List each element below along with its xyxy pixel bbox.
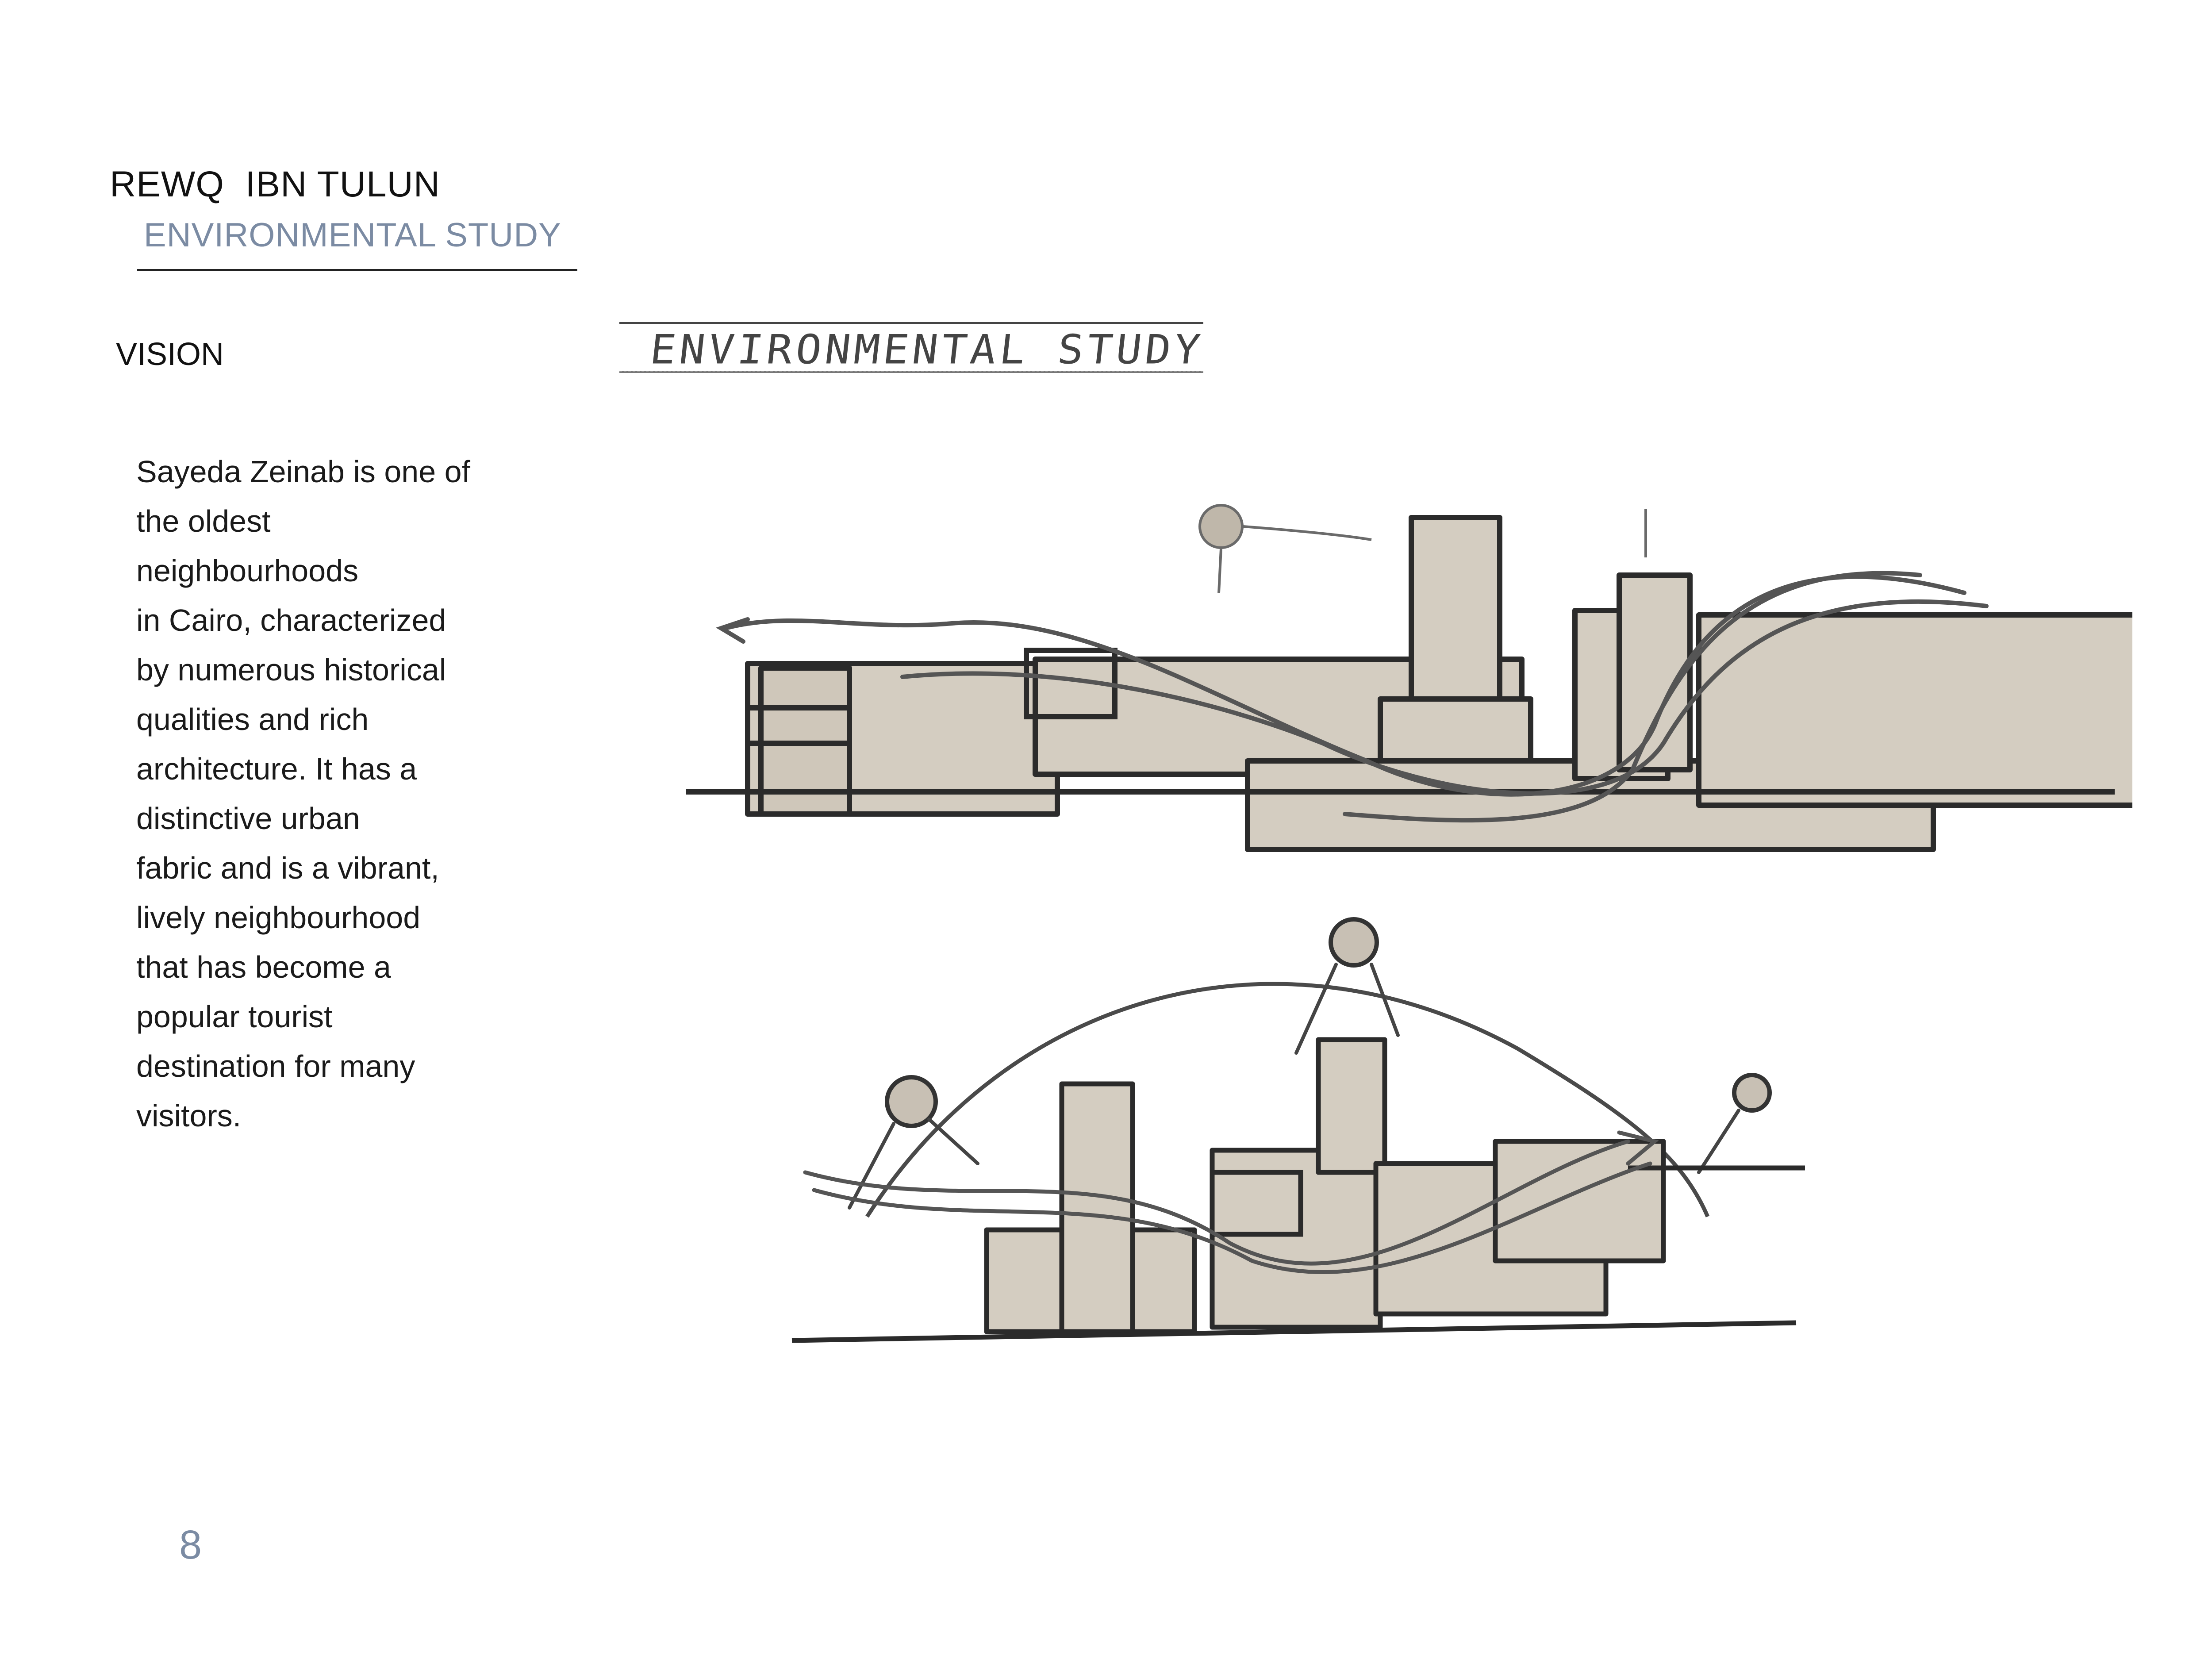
sun-icon bbox=[1732, 1073, 1772, 1113]
document-title: REWQ IBN TULUN bbox=[110, 164, 440, 204]
sun-icon bbox=[1198, 504, 1244, 549]
paragraph-line: Sayeda Zeinab is one of bbox=[136, 454, 470, 489]
building-block bbox=[1210, 1148, 1383, 1330]
arrow-head bbox=[1617, 1130, 1659, 1166]
paragraph-line: architecture. It has a bbox=[136, 752, 417, 786]
paragraph-line: fabric and is a vibrant, bbox=[136, 851, 439, 885]
sketch-header-label: ENVIRONMENTAL STUDY bbox=[648, 326, 1206, 373]
paragraph-line: in Cairo, characterized bbox=[136, 603, 446, 637]
sun-ray-line bbox=[1370, 963, 1400, 1037]
paragraph-line: that has become a bbox=[136, 950, 391, 984]
ground-line bbox=[791, 1320, 1797, 1343]
wind-path bbox=[900, 599, 1989, 796]
paragraph-line: the oldest bbox=[136, 504, 271, 538]
sketch-header-banner: ENVIRONMENTAL STUDY bbox=[619, 319, 1206, 380]
wind-flow-section-sketch bbox=[686, 504, 2132, 852]
building-block bbox=[1696, 612, 2132, 808]
tower-block bbox=[1409, 515, 1502, 706]
section-heading: VISION bbox=[116, 337, 224, 372]
tower-block bbox=[1059, 1081, 1135, 1334]
sun-icon bbox=[885, 1075, 938, 1128]
paragraph-line: qualities and rich bbox=[136, 702, 369, 737]
sun-path-section-sketch bbox=[791, 917, 1805, 1343]
arrow-head bbox=[716, 617, 750, 644]
paragraph-line: destination for many bbox=[136, 1049, 415, 1083]
wind-path bbox=[812, 1161, 1652, 1274]
sun-ray-line bbox=[848, 1122, 895, 1210]
sun-ray-line bbox=[1294, 963, 1338, 1055]
sun-ray-line bbox=[927, 1118, 979, 1165]
paragraph-line: distinctive urban bbox=[136, 801, 360, 836]
tower-block bbox=[1316, 1037, 1387, 1175]
paragraph-line: lively neighbourhood bbox=[136, 900, 421, 935]
paragraph-line: neighbourhoods bbox=[136, 553, 359, 588]
sun-ray-line bbox=[1697, 1109, 1740, 1174]
wind-path bbox=[1343, 571, 1922, 823]
sun-ray-line bbox=[1243, 525, 1372, 541]
title-underline bbox=[137, 269, 577, 271]
window-frame bbox=[1210, 1170, 1303, 1237]
wind-path bbox=[803, 1139, 1630, 1266]
sun-ray-line bbox=[1217, 548, 1222, 593]
vision-paragraph: Sayeda Zeinab is one of the oldest neigh… bbox=[136, 447, 517, 1141]
page-number: 8 bbox=[179, 1522, 202, 1567]
paragraph-line: by numerous historical bbox=[136, 653, 446, 687]
sketch-header-top-rule bbox=[619, 322, 1203, 324]
paragraph-line: popular tourist bbox=[136, 999, 333, 1034]
sketch-header-bottom-rule bbox=[619, 371, 1203, 373]
paragraph-line: visitors. bbox=[136, 1098, 242, 1133]
document-subtitle: ENVIRONMENTAL STUDY bbox=[144, 216, 561, 254]
sun-icon bbox=[1329, 917, 1379, 968]
